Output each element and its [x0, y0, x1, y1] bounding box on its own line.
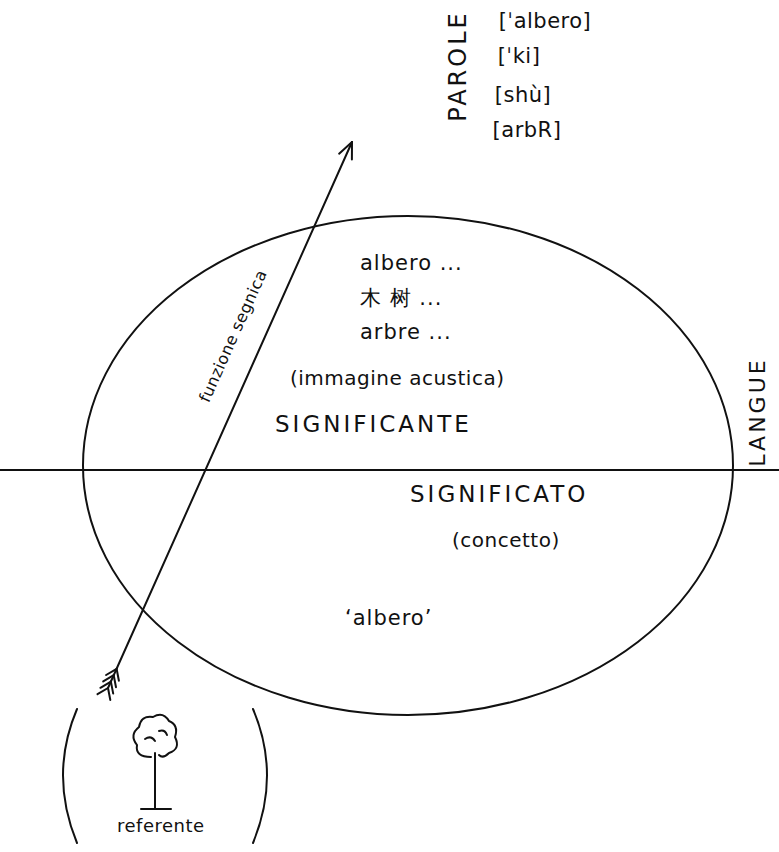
- sign-text: albero ...: [360, 251, 463, 276]
- referent-label: referente: [117, 815, 205, 837]
- sign-text: SIGNIFICANTE: [275, 411, 472, 439]
- sign-text: ‘albero’: [345, 606, 432, 631]
- sign-text: 木 树 ...: [360, 286, 442, 311]
- sign-circle: albero ... 木 树 ... arbre ... (immagine acus…: [80, 213, 736, 718]
- sign-ellipse: [83, 216, 733, 715]
- arrow-label: funzione segnica: [195, 267, 271, 405]
- phonetic-form: [shù]: [495, 83, 551, 108]
- sign-text: arbre ...: [360, 320, 452, 345]
- phonetic-form: [arbR]: [493, 118, 562, 143]
- parole-heading: PAROLE: [444, 10, 473, 121]
- tree-figure: [63, 709, 267, 843]
- langue-heading: LANGUE: [745, 357, 771, 466]
- sign-text: SIGNIFICATO: [410, 481, 588, 509]
- langue-axis: [0, 469, 779, 471]
- phonetic-form: [ˈalbero]: [499, 9, 592, 34]
- phonetic-form: [ˈki]: [498, 44, 541, 69]
- referent-box: referente: [55, 705, 275, 847]
- sign-text: (immagine acustica): [290, 366, 504, 390]
- sign-text: (concetto): [452, 528, 560, 552]
